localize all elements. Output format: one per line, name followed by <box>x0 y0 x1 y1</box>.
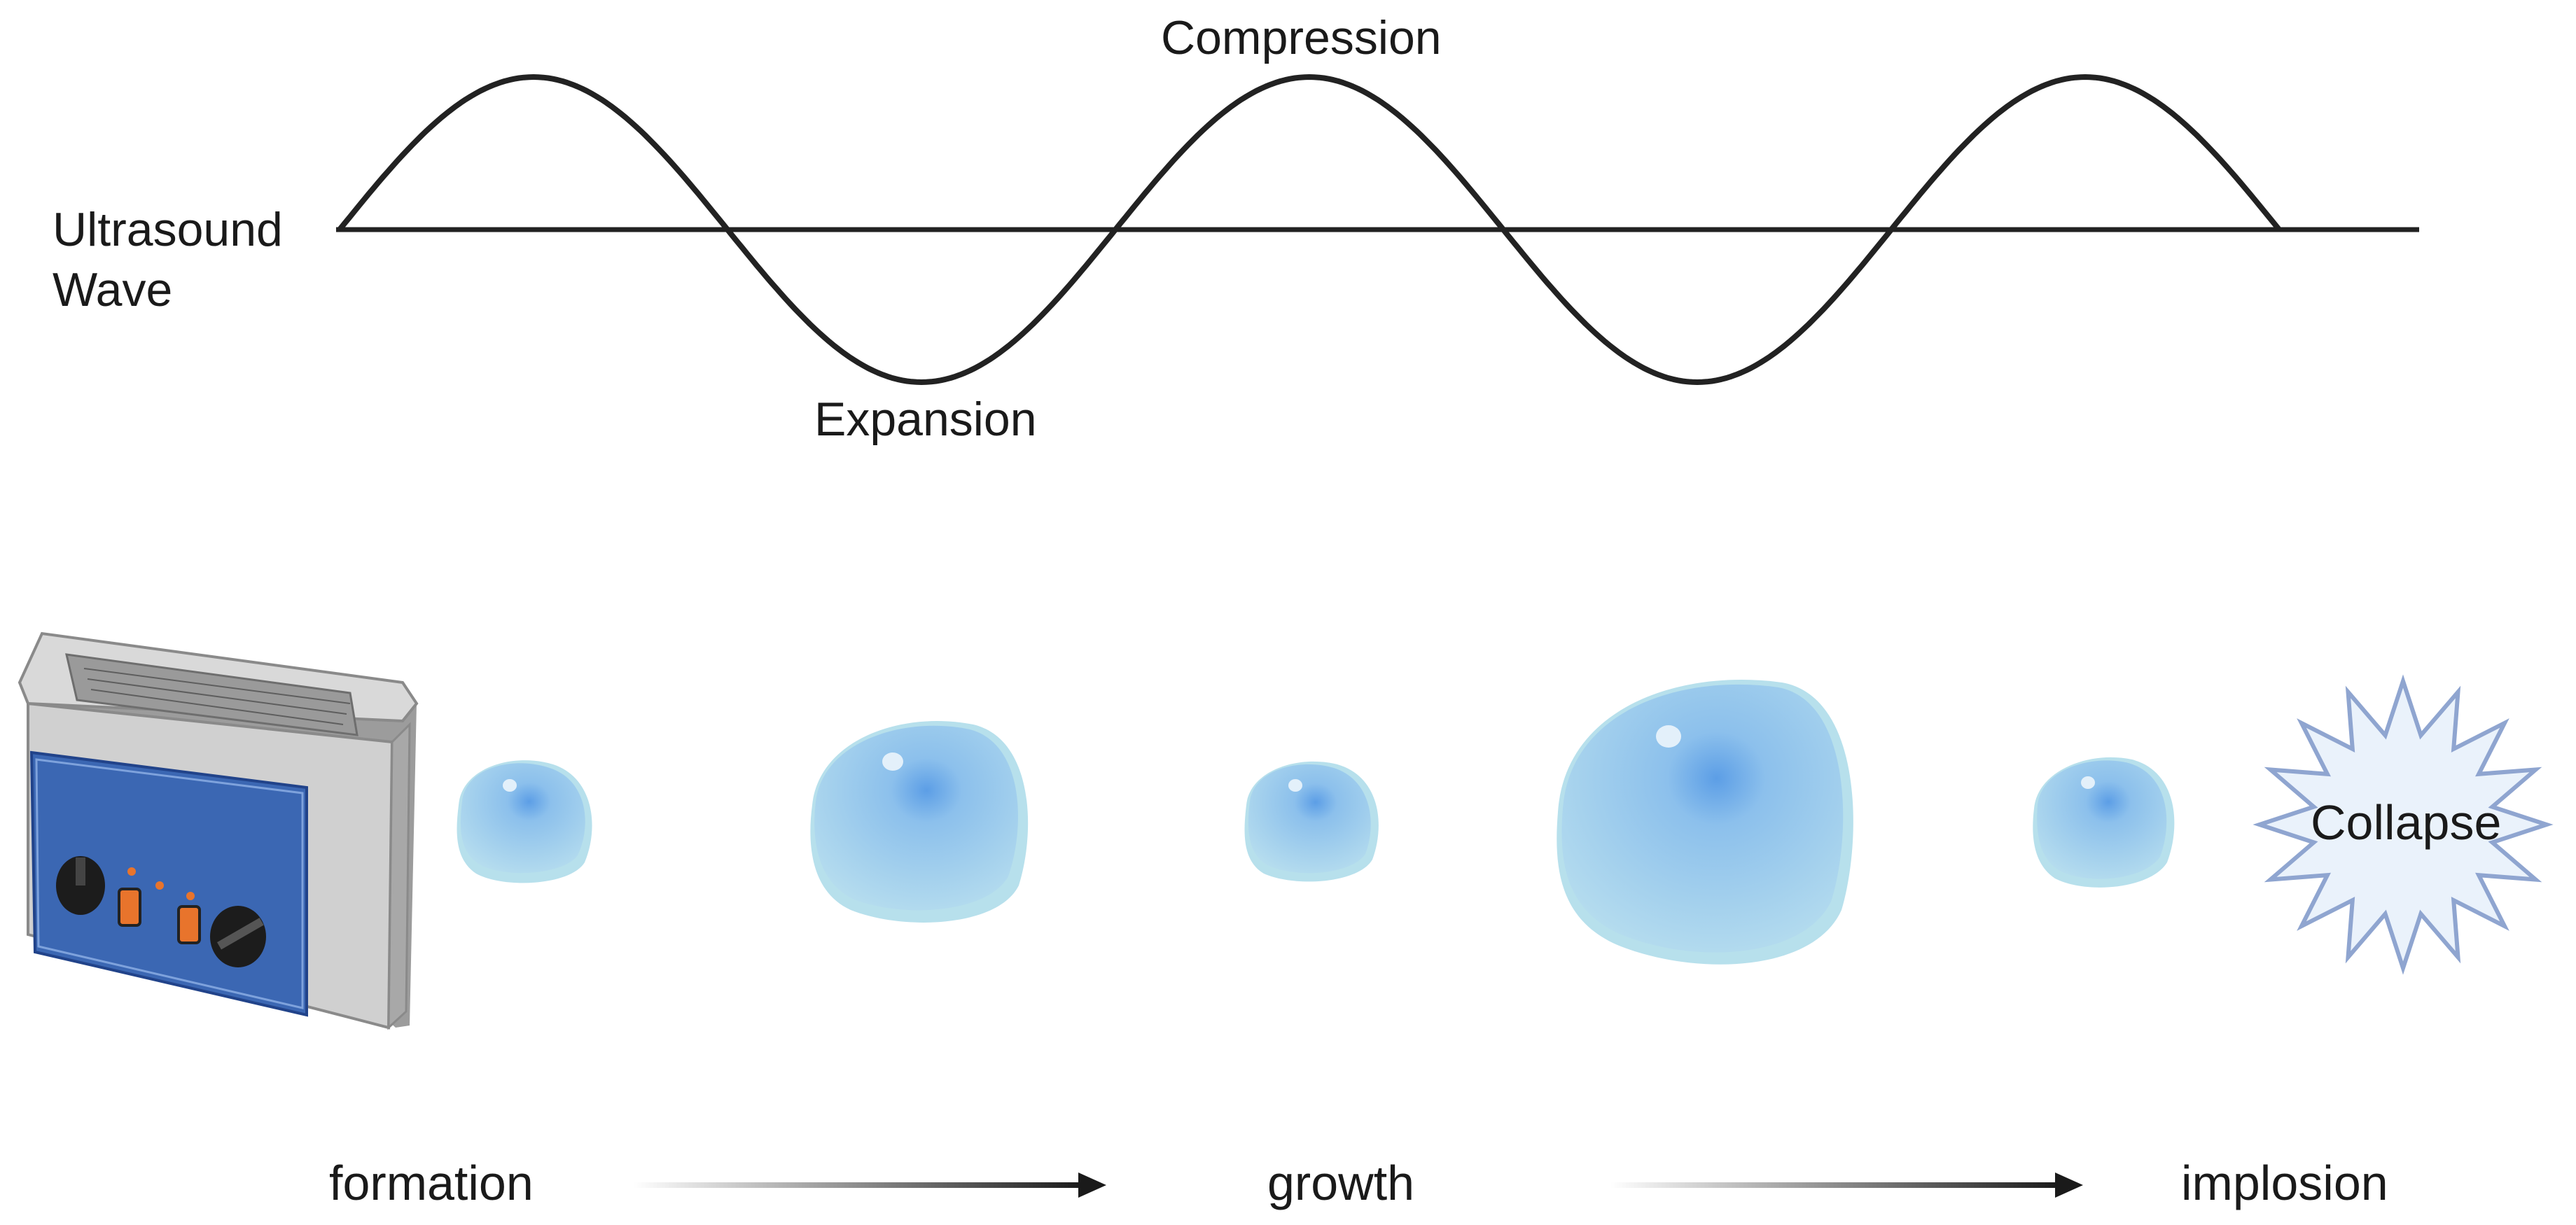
expansion-label: Expansion <box>814 393 1037 446</box>
sine-wave <box>337 74 2282 385</box>
compression-label: Compression <box>1161 11 1442 64</box>
bubble-1 <box>457 760 592 883</box>
right-arrow-icon <box>1610 1172 2083 1198</box>
wave-label-line2: Wave <box>53 263 173 316</box>
stage-growth-label: growth <box>1267 1156 1415 1210</box>
stage-implosion-label: implosion <box>2181 1156 2388 1210</box>
wave-label-line1: Ultrasound <box>53 203 283 256</box>
bubble-2 <box>810 720 1029 923</box>
stage-formation-label: formation <box>329 1156 534 1210</box>
bubble-4 <box>1557 680 1853 965</box>
collapse-star-icon <box>2253 674 2554 975</box>
bubble-5 <box>2033 757 2175 888</box>
collapse-label: Collapse <box>2311 795 2502 850</box>
wave-label: Ultrasound Wave <box>53 200 283 320</box>
ultrasonic-bath-icon <box>18 631 419 1030</box>
collapse-burst <box>2253 674 2554 975</box>
ultrasound-wave <box>336 74 2419 385</box>
right-arrow-icon <box>634 1172 1106 1198</box>
bubble-3 <box>1244 761 1379 882</box>
